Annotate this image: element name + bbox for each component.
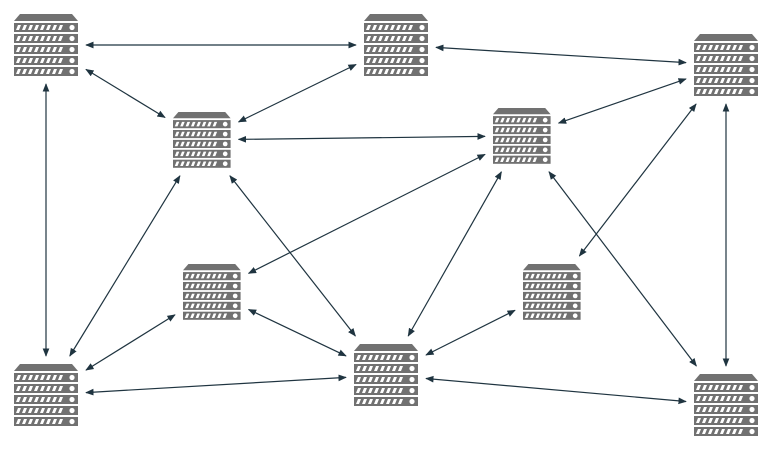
connection-server-3-server-5 bbox=[557, 78, 687, 124]
connection-server-4-server-5 bbox=[237, 133, 486, 143]
connection-server-10-server-11 bbox=[425, 375, 687, 405]
connection-server-4-server-10 bbox=[229, 175, 356, 337]
connection-server-5-server-6 bbox=[247, 153, 486, 274]
server-icon-4 bbox=[173, 112, 231, 168]
connection-server-1-server-4 bbox=[85, 68, 166, 119]
server-icon-3 bbox=[694, 34, 758, 96]
server-icon-1 bbox=[14, 14, 78, 76]
servers-layer bbox=[14, 14, 758, 436]
connection-server-2-server-4 bbox=[237, 63, 357, 123]
connection-server-2-server-3 bbox=[435, 44, 687, 66]
connection-server-3-server-7 bbox=[578, 103, 697, 257]
server-icon-2 bbox=[364, 14, 428, 76]
server-icon-11 bbox=[694, 374, 758, 436]
server-icon-6 bbox=[183, 264, 241, 320]
server-icon-10 bbox=[354, 344, 418, 406]
connections-layer bbox=[42, 41, 730, 405]
server-icon-7 bbox=[523, 264, 581, 320]
connection-server-4-server-9 bbox=[69, 175, 181, 357]
connection-server-6-server-9 bbox=[85, 314, 176, 371]
server-icon-5 bbox=[493, 108, 551, 164]
connection-server-6-server-10 bbox=[247, 308, 347, 357]
connection-server-7-server-10 bbox=[425, 309, 516, 356]
server-icon-9 bbox=[14, 364, 78, 426]
connection-server-9-server-10 bbox=[85, 374, 347, 396]
connection-server-5-server-11 bbox=[548, 171, 697, 367]
connection-server-5-server-10 bbox=[407, 171, 502, 337]
